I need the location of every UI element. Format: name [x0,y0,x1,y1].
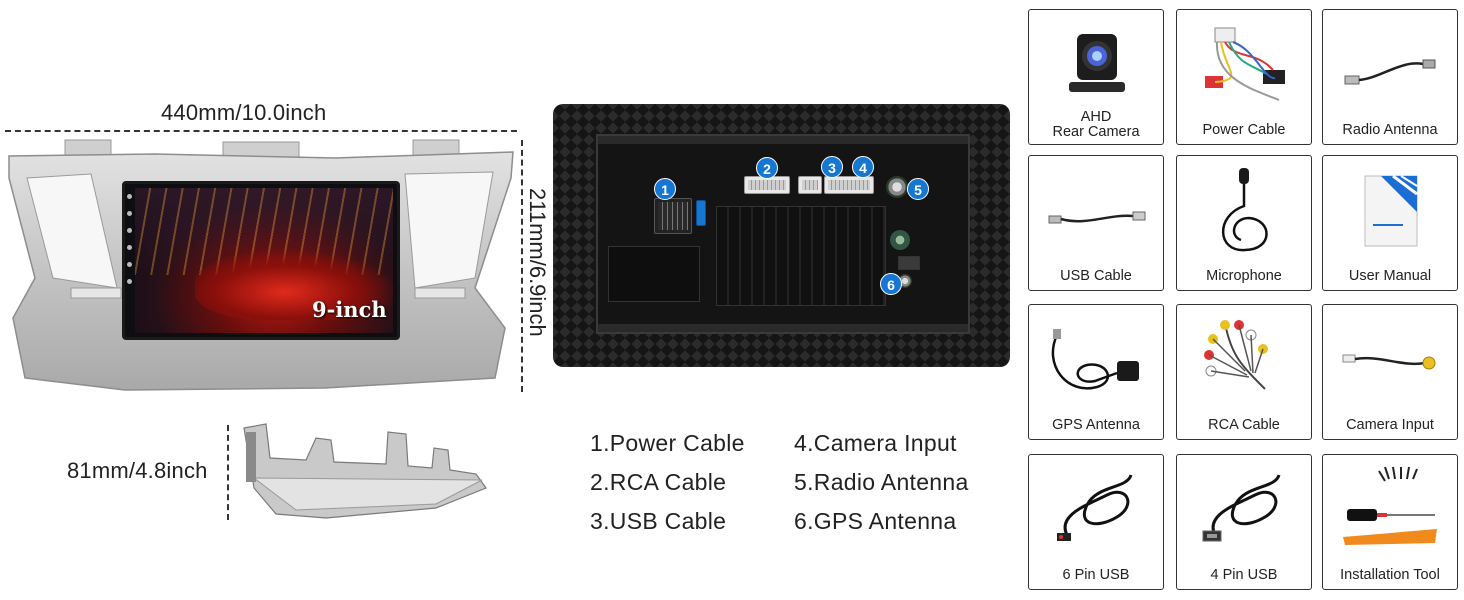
legend-radio-antenna: 5.Radio Antenna [794,469,969,495]
height-dimension-line [521,140,523,392]
port-badge-1: 1 [654,178,676,200]
port-badge-2: 2 [756,157,778,179]
accessory-card-ahd-camera[interactable]: AHD Rear Camera [1028,9,1164,145]
radio-antenna-icon [1344,59,1436,85]
car-image [195,250,395,320]
gps-antenna-icon [1051,329,1139,390]
rca-cable-icon [1204,320,1268,390]
accessory-label: USB Cable [1060,268,1132,284]
microphone-icon [1221,168,1268,252]
accessory-label: Camera Input [1346,417,1434,433]
accessory-card-user-manual[interactable]: User Manual [1322,155,1458,291]
accessory-label-line1: AHD [1080,109,1112,125]
width-dimension-label: 440mm/10.0inch [161,100,327,125]
legend-gps-antenna: 6.GPS Antenna [794,508,957,534]
accessory-card-camera-input[interactable]: Camera Input [1322,304,1458,440]
camera-icon [1069,34,1125,92]
accessory-card-6-pin-usb[interactable]: 6 Pin USB [1028,454,1164,590]
accessory-label: RCA Cable [1208,417,1280,433]
power-port[interactable] [654,198,692,234]
screen-size-label: 9-inch [312,297,387,322]
accessory-label: 6 Pin USB [1062,567,1130,583]
accessory-card-radio-antenna[interactable]: Radio Antenna [1322,9,1458,145]
side-profile-frame [243,423,487,519]
accessory-label: Microphone [1206,268,1282,284]
accessory-card-rca-cable[interactable]: RCA Cable [1176,304,1312,440]
legend-usb-cable: 3.USB Cable [590,508,727,534]
accessory-label: Installation Tool [1340,567,1440,583]
depth-dimension-line [227,425,229,520]
accessory-card-usb-cable[interactable]: USB Cable [1028,155,1164,291]
height-dimension-label: 211mm/6.9inch [525,188,550,337]
accessory-label: 4 Pin USB [1210,567,1278,583]
four-pin-usb-icon [1202,474,1281,542]
installation-tool-icon [1343,466,1437,545]
radio-antenna-port[interactable] [886,176,908,198]
width-dimension-line [5,130,517,132]
usb-cable-icon [1048,211,1146,224]
accessory-label: Radio Antenna [1342,122,1438,138]
port-badge-6: 6 [880,273,902,295]
manual-icon [1364,174,1418,247]
camera-input-port[interactable] [824,176,874,194]
accessory-label: User Manual [1348,268,1432,284]
accessory-label: Power Cable [1202,122,1286,138]
accessory-label: GPS Antenna [1052,417,1140,433]
power-cable-icon [1205,27,1285,101]
depth-dimension-label: 81mm/4.8inch [67,458,208,483]
legend-camera-input: 4.Camera Input [794,430,957,456]
port-badge-3: 3 [821,156,843,178]
accessory-card-microphone[interactable]: Microphone [1176,155,1312,291]
accessory-label-line2: Rear Camera [1052,124,1140,140]
aux-port [890,230,910,250]
head-unit-back: 1 2 3 4 5 6 [553,104,1010,367]
legend-power-cable: 1.Power Cable [590,430,745,456]
legend-rca-cable: 2.RCA Cable [590,469,727,495]
port-badge-5: 5 [907,178,929,200]
usb-port[interactable] [798,176,822,194]
port-badge-4: 4 [852,156,874,178]
camera-input-icon [1342,354,1436,370]
accessory-card-installation-tool[interactable]: Installation Tool [1322,454,1458,590]
screen-side-buttons[interactable] [127,194,133,296]
accessory-card-4-pin-usb[interactable]: 4 Pin USB [1176,454,1312,590]
fuse [696,200,706,226]
six-pin-usb-icon [1057,474,1133,541]
accessory-card-power-cable[interactable]: Power Cable [1176,9,1312,145]
head-unit-screen[interactable] [122,181,400,340]
connector-panel [596,134,970,334]
accessory-card-gps-antenna[interactable]: GPS Antenna [1028,304,1164,440]
screen-wallpaper [135,188,395,333]
